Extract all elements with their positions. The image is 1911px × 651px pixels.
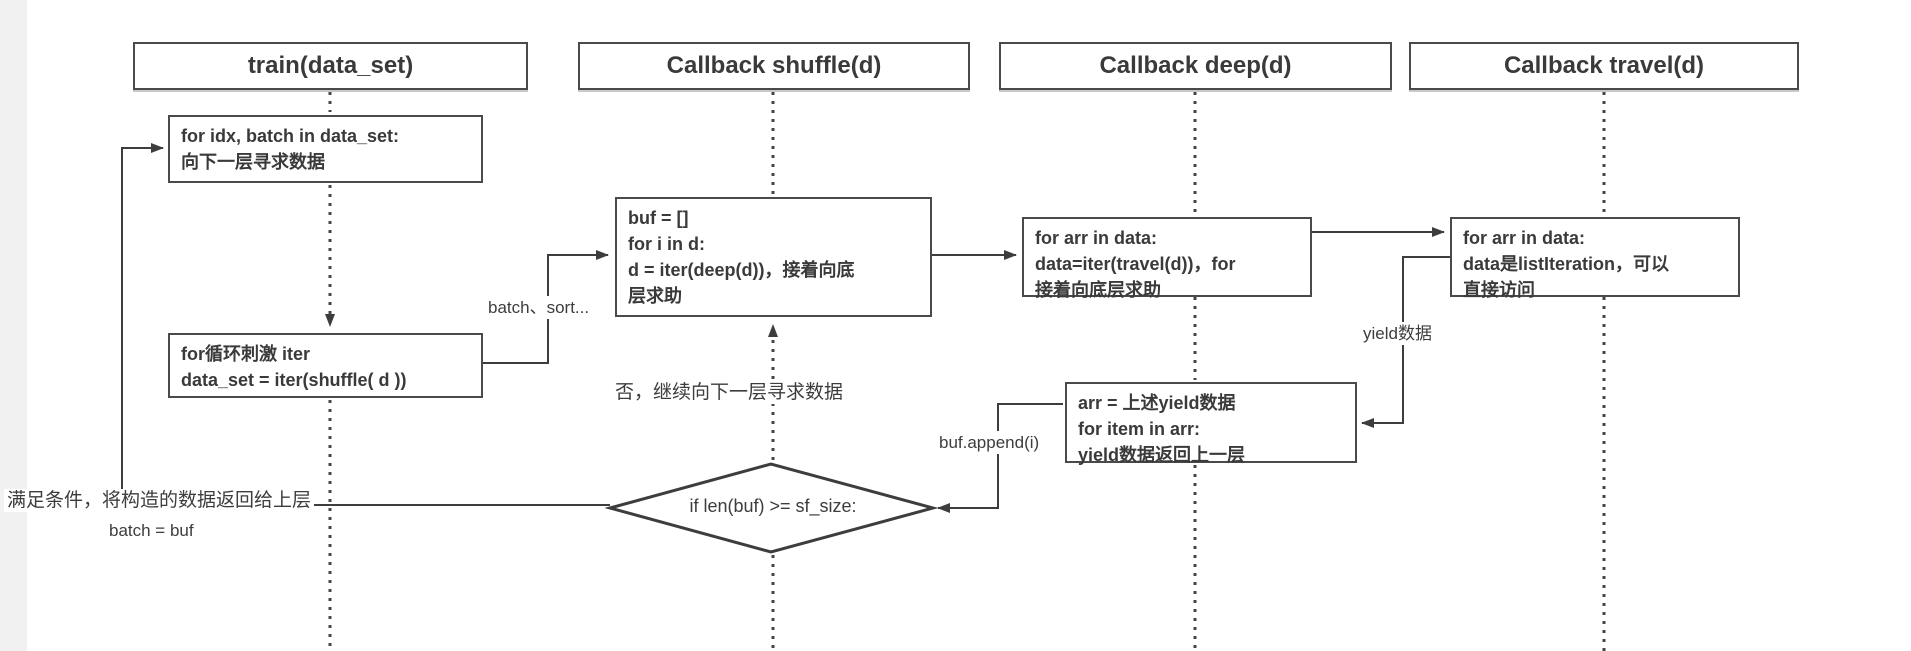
header-callback-travel: Callback travel(d) [1409, 42, 1799, 90]
label-yield-data: yield数据 [1360, 322, 1435, 345]
header-callback-deep: Callback deep(d) [999, 42, 1392, 90]
deep-body-box: for arr in data: data=iter(travel(d))，fo… [1022, 217, 1312, 300]
decision-condition-text: if len(buf) >= sf_size: [689, 496, 857, 516]
lifelines [325, 92, 1606, 651]
decision-diamond [604, 462, 939, 554]
label-batch-sort: batch、sort... [485, 296, 593, 319]
train-loop-box: for idx, batch in data_set: 向下一层寻求数据 [168, 115, 483, 183]
train-iter-box: for循环刺激 iter data_set = iter(shuffle( d … [168, 333, 483, 398]
left-gutter [0, 0, 27, 651]
yield-collect-box: arr = 上述yield数据 for item in arr: yield数据… [1065, 382, 1357, 465]
label-no-continue: 否，继续向下一层寻求数据 [612, 381, 847, 404]
solid-connectors [121, 143, 1450, 513]
label-condition-return: 满足条件，将构造的数据返回给上层 [4, 489, 315, 512]
buf-append-connector [937, 403, 1063, 513]
label-batch-buf: batch = buf [106, 519, 197, 542]
header-train: train(data_set) [133, 42, 528, 90]
label-buf-append: buf.append(i) [936, 431, 1043, 454]
return-batch-connector [121, 143, 610, 506]
travel-body-box: for arr in data: data是listIteration，可以 直… [1450, 217, 1740, 300]
shuffle-body-box: buf = [] for i in d: d = iter(deep(d))，接… [615, 197, 932, 317]
header-callback-shuffle: Callback shuffle(d) [578, 42, 970, 90]
